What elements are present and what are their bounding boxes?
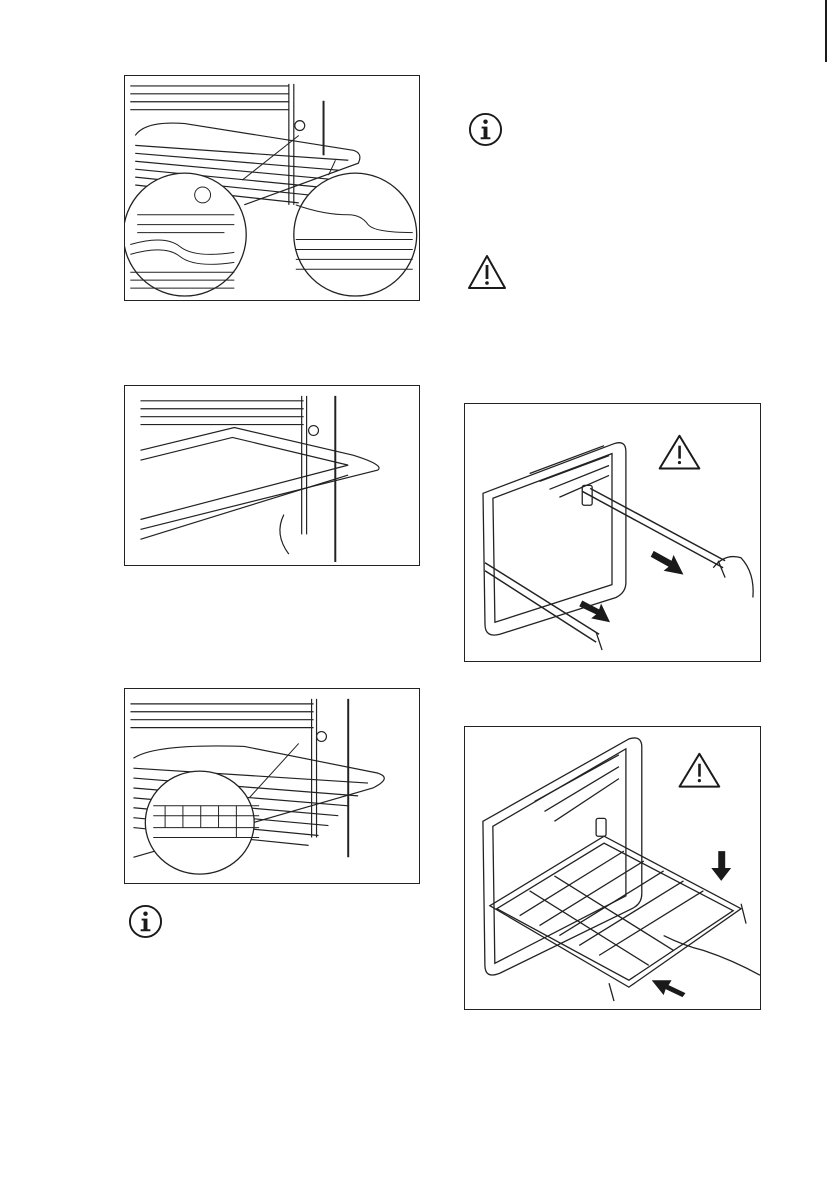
telescopic-runner-illustration — [465, 404, 760, 661]
info-icon — [468, 112, 503, 147]
info-icon — [128, 904, 163, 939]
figure-grid-insert-detail — [124, 688, 420, 884]
figure-shelf-support-detail — [124, 75, 420, 301]
warning-icon — [680, 754, 720, 787]
arrow-icon — [579, 551, 683, 622]
grid-on-runners-illustration — [465, 727, 760, 1009]
circle-zoom-rail-icon — [145, 743, 298, 874]
figure-grid-on-runners — [464, 726, 761, 1010]
figure-tray-insert — [124, 385, 420, 566]
figure-telescopic-runner-pull — [464, 403, 761, 662]
warning-icon — [467, 254, 507, 290]
grid-insert-illustration — [125, 689, 419, 883]
tray-insert-illustration — [125, 386, 419, 565]
warning-icon — [660, 436, 700, 469]
shelf-support-illustration — [125, 76, 419, 300]
page-edge-marker — [825, 0, 827, 62]
